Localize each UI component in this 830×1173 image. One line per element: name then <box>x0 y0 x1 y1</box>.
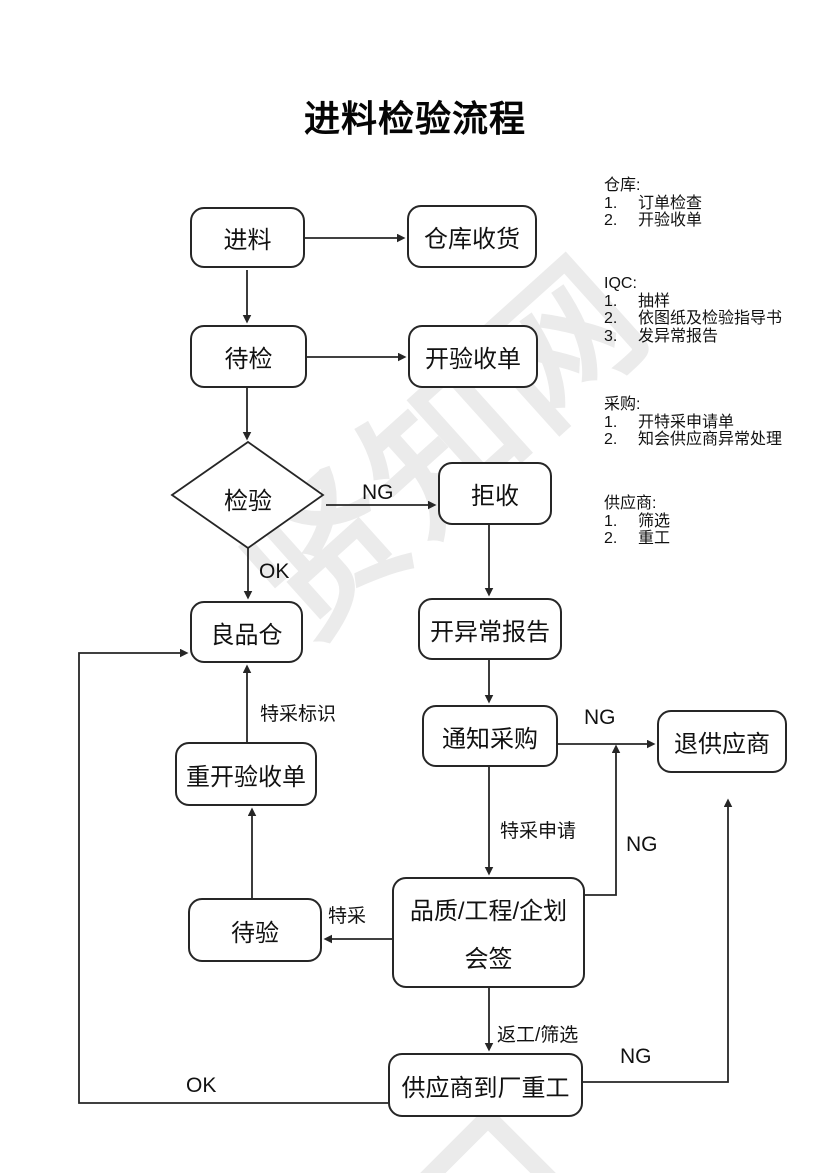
note-caigou-title: 采购: <box>604 396 641 413</box>
node-kai-yichang-baogao: 开异常报告 <box>418 598 562 660</box>
node-daiyan: 待验 <box>188 898 322 962</box>
node-tongzhi-caigou: 通知采购 <box>422 705 558 767</box>
note-item-text: 依图纸及检验指导书 <box>638 310 783 327</box>
edge-label-ng-chonggong: NG <box>620 1045 652 1068</box>
note-item-num: 3. <box>604 327 618 345</box>
note-item-text: 重工 <box>638 530 671 547</box>
edge-label-fangong-shaixuan: 返工/筛选 <box>497 1025 579 1046</box>
note-item-num: 1. <box>604 292 618 310</box>
note-cangku: 仓库: 1. 订单检查 2. 开验收单 <box>604 177 830 230</box>
note-item-text: 发异常报告 <box>638 327 719 345</box>
node-jinliao-label: 进料 <box>223 227 272 254</box>
note-item: 2. 重工 <box>604 530 830 548</box>
node-jushou: 拒收 <box>438 462 552 525</box>
note-item-num: 2. <box>604 431 618 448</box>
note-item: 2. 依图纸及检验指导书 <box>604 310 830 328</box>
node-gongyingshang-chonggong-label: 供应商到厂重工 <box>401 1074 570 1102</box>
decision-diamond-shape <box>170 440 325 550</box>
edge-label-ok-jianyan: OK <box>259 560 290 583</box>
page-title: 进料检验流程 <box>303 98 526 139</box>
note-item-text: 筛选 <box>638 512 671 530</box>
node-jinliao: 进料 <box>190 207 305 268</box>
note-item: 3. 发异常报告 <box>604 328 830 346</box>
node-huiqian-line2: 会签 <box>464 945 513 973</box>
node-huiqian: 品质/工程/企划 会签 <box>392 877 585 988</box>
node-cangku-shouhuo: 仓库收货 <box>407 205 537 268</box>
edge-label-tecai: 特采 <box>328 906 367 927</box>
edge-label-ng-tongzhi: NG <box>584 706 616 729</box>
node-tongzhi-caigou-label: 通知采购 <box>442 725 538 753</box>
node-tui-gongyingshang: 退供应商 <box>657 710 787 773</box>
note-item-num: 1. <box>604 194 618 212</box>
note-item-text: 抽样 <box>638 292 671 310</box>
node-jianyan-label: 检验 <box>224 488 272 515</box>
note-gongyingshang-title: 供应商: <box>604 495 657 512</box>
edge-label-ng-jianyan: NG <box>362 481 394 504</box>
note-item: 1. 订单检查 <box>604 195 830 213</box>
note-item-num: 1. <box>604 512 618 530</box>
note-item: 1. 筛选 <box>604 513 830 531</box>
note-item-text: 知会供应商异常处理 <box>638 431 783 448</box>
note-item-num: 2. <box>604 530 618 547</box>
note-item-text: 开特采申请单 <box>638 413 735 431</box>
node-kaiyan-shoudan: 开验收单 <box>408 325 538 388</box>
note-item-num: 1. <box>604 413 618 431</box>
note-item-num: 2. <box>604 212 618 229</box>
node-liangpin-cang: 良品仓 <box>190 601 303 663</box>
note-item-text: 开验收单 <box>638 212 703 229</box>
note-gongyingshang: 供应商: 1. 筛选 2. 重工 <box>604 495 830 548</box>
node-cangku-shouhuo-label: 仓库收货 <box>424 226 520 253</box>
node-kaiyan-shoudan-label: 开验收单 <box>425 346 521 373</box>
node-kai-yichang-baogao-label: 开异常报告 <box>430 618 550 646</box>
edge-label-tecai-biaoshi: 特采标识 <box>260 704 337 725</box>
node-jushou-label: 拒收 <box>471 483 519 510</box>
note-item: 1. 抽样 <box>604 293 830 311</box>
node-gongyingshang-chonggong: 供应商到厂重工 <box>388 1053 583 1117</box>
edge-label-ng-huiqian: NG <box>626 833 658 856</box>
node-chongkai-yanshoudan-label: 重开验收单 <box>186 763 306 791</box>
node-daijian: 待检 <box>190 325 307 388</box>
note-iqc-title: IQC: <box>604 275 637 292</box>
note-item: 1. 开特采申请单 <box>604 414 830 432</box>
node-huiqian-line1: 品质/工程/企划 <box>409 898 568 926</box>
note-cangku-title: 仓库: <box>604 177 641 194</box>
node-liangpin-cang-label: 良品仓 <box>210 621 283 649</box>
edge-label-tecai-shenqing: 特采申请 <box>500 821 577 842</box>
node-tui-gongyingshang-label: 退供应商 <box>674 731 770 758</box>
note-caigou: 采购: 1. 开特采申请单 2. 知会供应商异常处理 <box>604 396 830 449</box>
note-item-text: 订单检查 <box>638 194 703 212</box>
edge-chonggong-liangpin <box>78 648 388 1104</box>
node-daiyan-label: 待验 <box>231 919 279 947</box>
note-item: 2. 知会供应商异常处理 <box>604 431 830 449</box>
edge-huiqian-ng-up <box>585 744 621 896</box>
edge-label-ok-chonggong: OK <box>186 1074 217 1097</box>
edge-chonggong-tui <box>583 798 733 1083</box>
note-item: 2. 开验收单 <box>604 212 830 230</box>
node-daijian-label: 待检 <box>224 346 273 373</box>
node-chongkai-yanshoudan: 重开验收单 <box>175 742 317 806</box>
note-item-num: 2. <box>604 310 618 327</box>
note-iqc: IQC: 1. 抽样 2. 依图纸及检验指导书 3. 发异常报告 <box>604 275 830 345</box>
